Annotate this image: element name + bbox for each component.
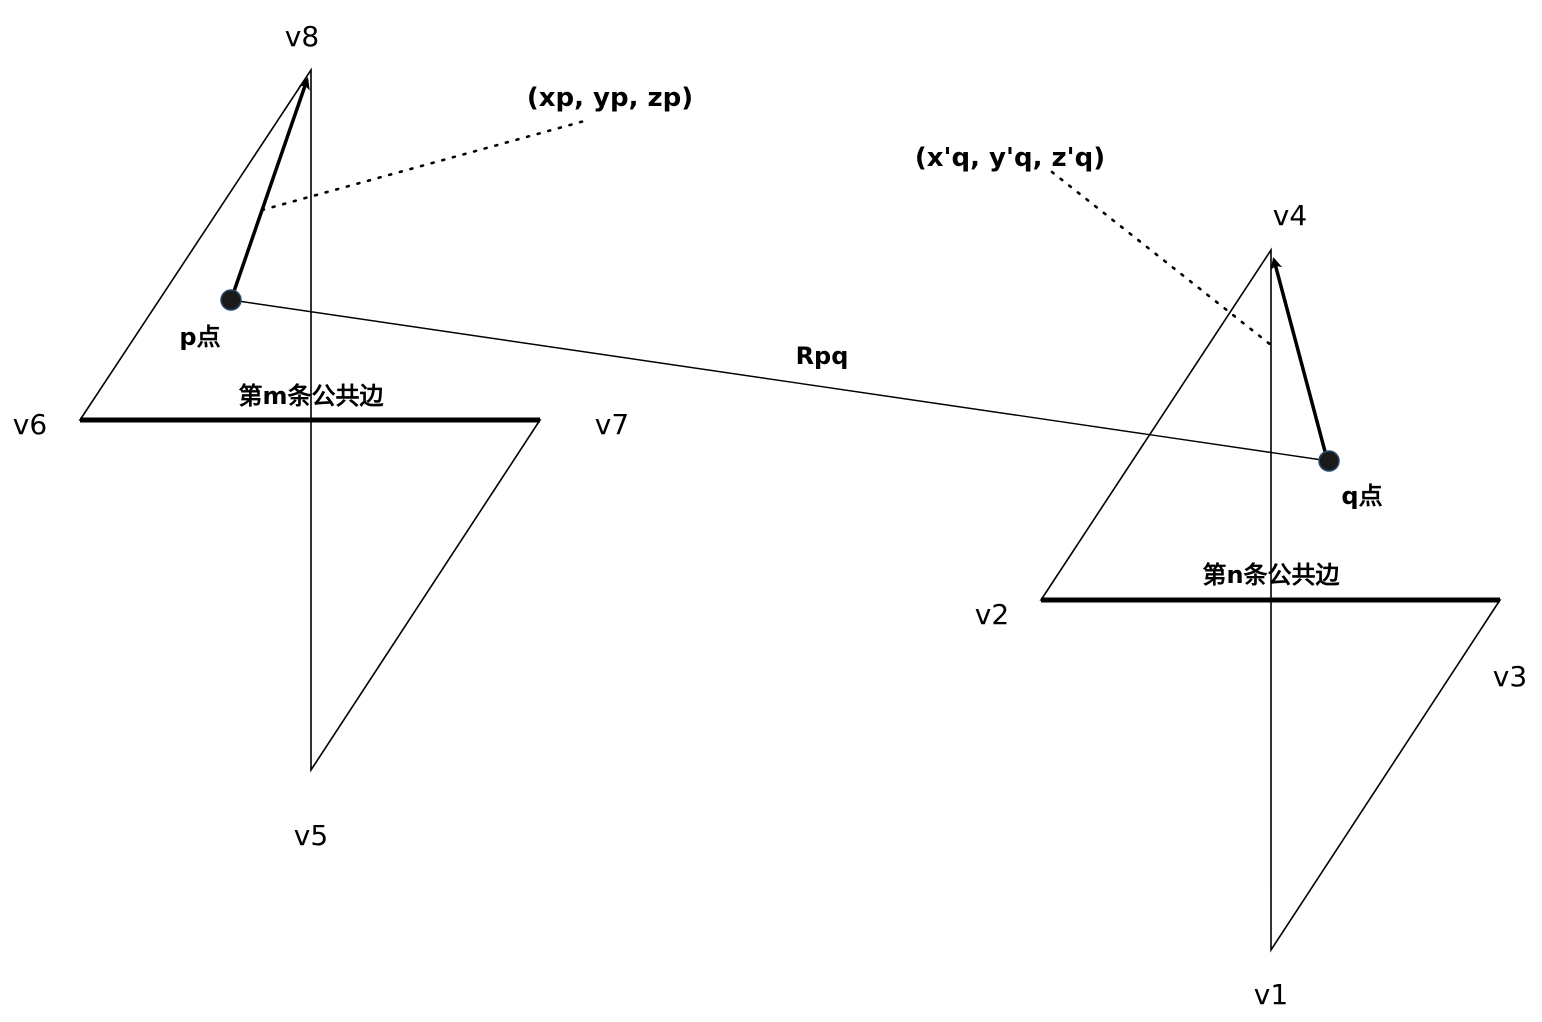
q-coord-leader: [1050, 170, 1273, 347]
point-q-label: q点: [1341, 482, 1382, 510]
right-rhombus: [1039, 247, 1502, 953]
vertex-label-v7: v7: [595, 408, 629, 441]
right-shared-edge-label: 第n条公共边: [1202, 561, 1340, 589]
vertex-label-v4: v4: [1273, 199, 1307, 232]
left-rhombus: [78, 67, 542, 773]
q-vector-arrow: [1270, 257, 1329, 460]
vertex-label-v5: v5: [294, 819, 328, 852]
vertex-label-v2: v2: [975, 598, 1009, 631]
point-p-label: p点: [179, 323, 220, 351]
p-coord-label: (xp, yp, zp): [527, 83, 693, 113]
point-q: [1318, 450, 1340, 472]
vertex-label-v1: v1: [1254, 978, 1288, 1011]
vertex-label-v6: v6: [13, 408, 47, 441]
rpq-line: [230, 299, 1330, 462]
point-p: [220, 289, 242, 311]
q-coord-label: (x'q, y'q, z'q): [915, 143, 1105, 173]
vertex-label-v3: v3: [1493, 660, 1527, 693]
p-coord-leader: [260, 118, 590, 212]
left-shared-edge-label: 第m条公共边: [238, 382, 384, 410]
p-vector-arrow: [229, 77, 310, 301]
vertex-label-v8: v8: [285, 20, 319, 53]
rpq-label: Rpq: [796, 342, 849, 370]
